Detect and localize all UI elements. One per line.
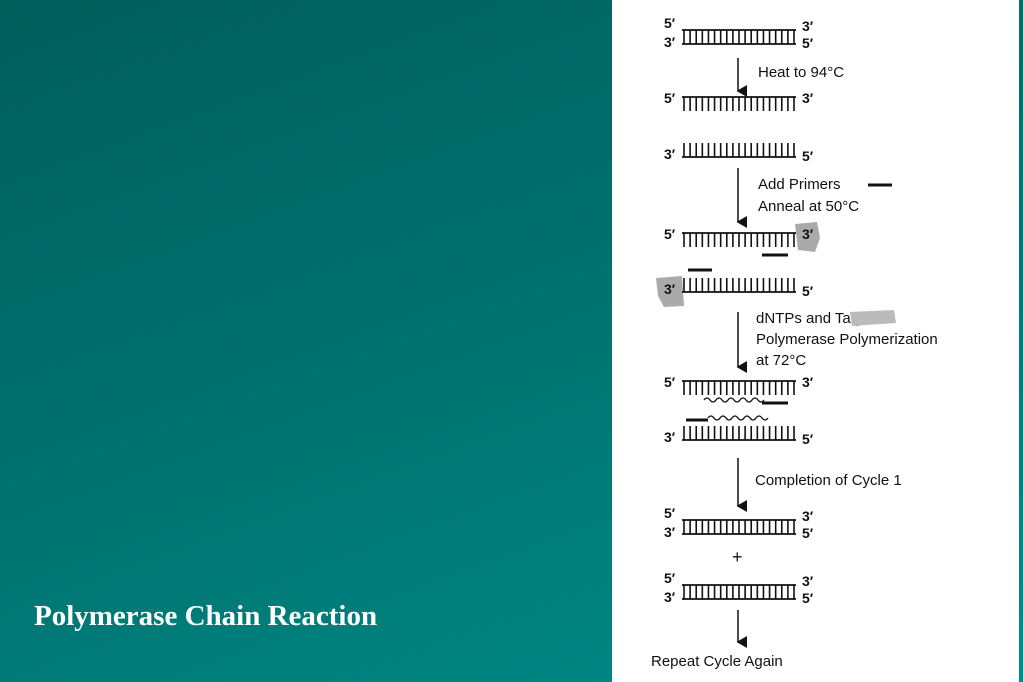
step-denature-label: Heat to 94°C xyxy=(758,64,844,81)
ssdna-annealed-top-end-right: 3′ xyxy=(802,226,814,242)
ssdna-extending-top-end-left: 5′ xyxy=(664,374,676,390)
dsdna-initial-end-lt: 5′ xyxy=(664,15,676,31)
dsdna-product-1-end-lt: 5′ xyxy=(664,505,676,521)
step-extend-label-3: at 72°C xyxy=(756,352,806,369)
dsdna-product-1-end-lb: 3′ xyxy=(664,524,676,540)
pcr-diagram: Heat to 94°C Add Primers Anneal at 50°C … xyxy=(651,15,938,670)
dsdna-initial-end-lb: 3′ xyxy=(664,34,676,50)
step-complete-label: Completion of Cycle 1 xyxy=(755,472,902,489)
ssdna-denatured-top-end-left: 5′ xyxy=(664,90,676,106)
dsdna-product-2-end-lb: 3′ xyxy=(664,589,676,605)
ssdna-denatured-bottom-end-right: 5′ xyxy=(802,148,814,164)
dsdna-initial-end-rb: 5′ xyxy=(802,35,814,51)
slide-title: Polymerase Chain Reaction xyxy=(34,600,378,632)
ssdna-extending-bottom-end-right: 5′ xyxy=(802,431,814,447)
dsdna-product-1-end-rb: 5′ xyxy=(802,525,814,541)
ssdna-annealed-top-end-left: 5′ xyxy=(664,226,676,242)
highlight-blob-2 xyxy=(656,276,684,307)
dna-strands: 5′3′3′5′5′3′3′5′5′3′3′5′5′3′3′5′5′3′3′5′… xyxy=(664,15,814,606)
plus-sign: + xyxy=(732,547,743,567)
ssdna-annealed-bottom-end-left: 3′ xyxy=(664,281,676,297)
dsdna-initial-end-rt: 3′ xyxy=(802,18,814,34)
dsdna-product-2-end-rt: 3′ xyxy=(802,573,814,589)
ssdna-denatured-top-end-right: 3′ xyxy=(802,90,814,106)
ssdna-extending-top-end-right: 3′ xyxy=(802,374,814,390)
dsdna-product-2-end-rb: 5′ xyxy=(802,590,814,606)
step-extend-label-2: Polymerase Polymerization xyxy=(756,331,938,348)
dsdna-product-2-end-lt: 5′ xyxy=(664,570,676,586)
step-repeat-label: Repeat Cycle Again xyxy=(651,653,783,670)
dsdna-product-1-end-rt: 3′ xyxy=(802,508,814,524)
ssdna-extending-bottom-end-left: 3′ xyxy=(664,429,676,445)
ssdna-annealed-bottom-end-right: 5′ xyxy=(802,283,814,299)
pcr-diagram-panel: Heat to 94°C Add Primers Anneal at 50°C … xyxy=(612,0,1019,682)
new-strand-top xyxy=(703,397,765,403)
new-strand-bottom xyxy=(707,415,769,421)
ssdna-denatured-bottom-end-left: 3′ xyxy=(664,146,676,162)
step-extend-label-1: dNTPs and Taq xyxy=(756,310,859,327)
highlight-blob-1 xyxy=(795,222,820,252)
step-anneal-label: Anneal at 50°C xyxy=(758,198,859,215)
highlight-blob-3 xyxy=(850,310,896,326)
step-primers-label: Add Primers xyxy=(758,176,841,193)
